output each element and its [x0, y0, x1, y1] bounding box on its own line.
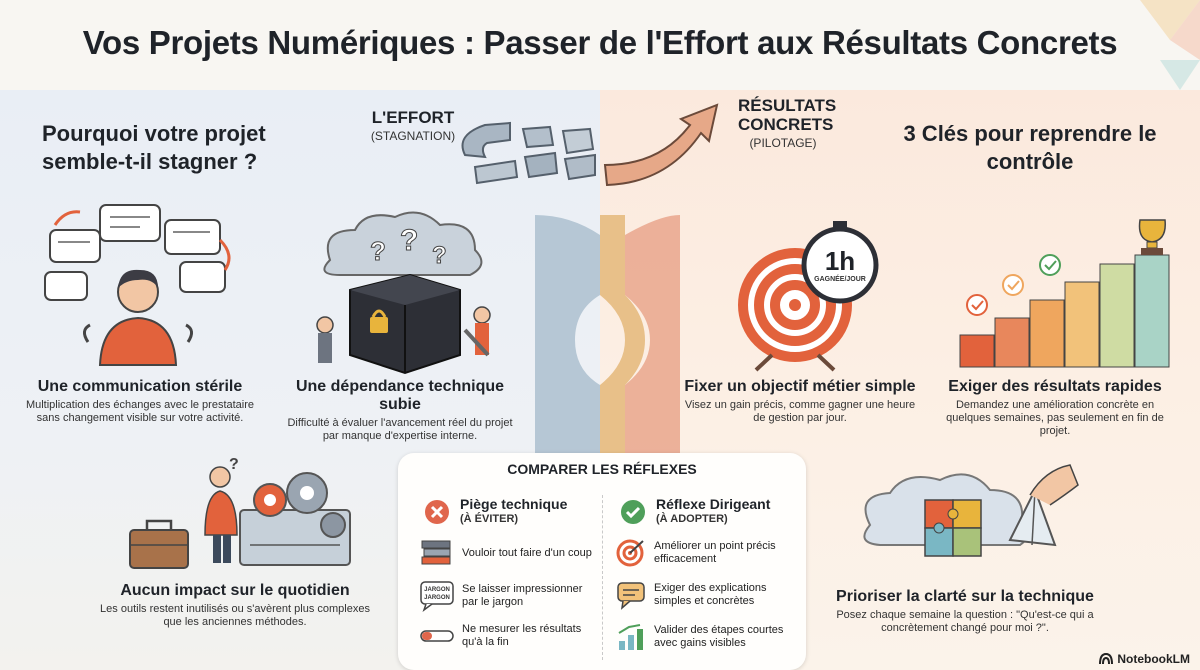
- card-text: Demandez une amélioration concrète en qu…: [946, 399, 1164, 437]
- adopt-item: Valider des étapes courtes avec gains vi…: [616, 623, 796, 651]
- avoid-column-head: Piège technique (À ÉVITER): [460, 497, 600, 527]
- person-speech-bubbles-icon: [44, 204, 231, 366]
- compare-panel: COMPARER LES RÉFLEXES Piège technique (À…: [398, 453, 806, 670]
- avoid-head-sub: (À ÉVITER): [460, 513, 519, 525]
- avoid-item: JARGON JARGON Se laisser impressionner p…: [420, 581, 598, 613]
- growth-bars-icon: [618, 624, 643, 650]
- card-text: Visez un gain précis, comme gagner une h…: [684, 399, 916, 424]
- jargon-bubble-icon: JARGON JARGON: [420, 581, 454, 613]
- svg-text:?: ?: [400, 224, 418, 257]
- central-transition-shapes: [535, 215, 680, 465]
- adopt-item-text: Exiger des explications simples et concr…: [654, 582, 767, 607]
- right-card-clarity: Prioriser la clarté sur la technique Pos…: [820, 588, 1110, 635]
- rising-steps-trophy-icon: [959, 219, 1170, 368]
- adopt-column-head: Réflexe Dirigeant (À ADOPTER): [656, 497, 796, 527]
- compare-divider: [602, 495, 603, 660]
- card-title: Fixer un objectif métier simple: [684, 378, 916, 395]
- card-title: Exiger des résultats rapides: [948, 378, 1162, 395]
- card-text: Difficulté à évaluer l'avancement réel d…: [287, 417, 513, 442]
- svg-text:?: ?: [432, 242, 447, 269]
- compare-title: COMPARER LES RÉFLEXES: [507, 461, 697, 477]
- avoid-item-text: Se laisser impressionner par le jargon: [462, 583, 583, 608]
- timer-value: 1h: [824, 246, 856, 276]
- card-title: Aucun impact sur le quotidien: [120, 582, 350, 599]
- notebooklm-logo-icon: [1099, 652, 1114, 665]
- brand-badge: NotebookLM: [1099, 652, 1190, 666]
- left-card-dependence: Une dépendance technique subie Difficult…: [280, 378, 520, 443]
- svg-text:?: ?: [229, 456, 239, 473]
- right-card-objective: Fixer un objectif métier simple Visez un…: [680, 378, 920, 425]
- left-card-communication: Une communication stérile Multiplication…: [20, 378, 260, 425]
- results-sublabel: (PILOTAGE): [749, 136, 817, 150]
- cross-circle-icon: [425, 500, 449, 524]
- check-circle-icon: [621, 500, 645, 524]
- adopt-head-text: Réflexe Dirigeant: [656, 496, 771, 512]
- results-label-text: RÉSULTATS CONCRETS: [738, 96, 837, 134]
- card-title: Une dépendance technique subie: [295, 378, 505, 413]
- effort-label-text: L'EFFORT: [371, 108, 455, 127]
- avoid-item: Ne mesurer les résultats qu'à la fin: [420, 623, 598, 649]
- adopt-head-sub: (À ADOPTER): [656, 513, 728, 525]
- left-card-no-impact: Aucun impact sur le quotidien Les outils…: [100, 582, 370, 629]
- cloud-puzzle-prism-icon: [863, 464, 1079, 557]
- card-text: Les outils restent inutilisés ou s'avère…: [100, 603, 370, 628]
- card-title: Prioriser la clarté sur la technique: [836, 588, 1094, 605]
- left-section-title: Pourquoi votre projet semble-t-il stagne…: [42, 121, 266, 174]
- adopt-item: Améliorer un point précis efficacement: [616, 539, 796, 567]
- broken-path-to-arrow-icon: [461, 103, 719, 187]
- adopt-item: Exiger des explications simples et concr…: [616, 581, 796, 610]
- stacked-books-icon: [421, 540, 451, 565]
- right-card-quick-results: Exiger des résultats rapides Demandez un…: [935, 378, 1175, 438]
- effort-sublabel: (STAGNATION): [370, 129, 456, 143]
- card-title: Une communication stérile: [37, 378, 243, 395]
- timer-sublabel: GAGNÉE/JOUR: [814, 276, 866, 283]
- jargon-word-2: JARGON: [424, 595, 450, 601]
- card-text: Posez chaque semaine la question : "Qu'e…: [836, 609, 1094, 634]
- adopt-item-text: Valider des étapes courtes avec gains vi…: [654, 624, 784, 649]
- target-timer-icon: [738, 221, 879, 372]
- progress-bar-icon: [420, 630, 454, 642]
- effort-label: L'EFFORT (STAGNATION): [358, 108, 468, 146]
- chat-bubble-icon: [617, 582, 645, 610]
- jargon-word-1: JARGON: [424, 587, 450, 593]
- black-box-question-cloud-icon: ? ? ?: [316, 211, 491, 375]
- avoid-item-text: Vouloir tout faire d'un coup: [462, 546, 592, 559]
- toolbox-machine-gears-icon: ?: [129, 456, 351, 569]
- adopt-item-text: Améliorer un point précis efficacement: [654, 540, 776, 565]
- right-section-title: 3 Clés pour reprendre le contrôle: [903, 121, 1157, 174]
- avoid-item: Vouloir tout faire d'un coup: [420, 539, 598, 567]
- card-text: Multiplication des échanges avec le pres…: [25, 399, 255, 424]
- decorative-triangles-icon: [1140, 0, 1200, 90]
- brand-name: NotebookLM: [1117, 652, 1190, 666]
- target-icon: [616, 539, 644, 567]
- results-label: RÉSULTATS CONCRETS (PILOTAGE): [738, 96, 836, 153]
- avoid-head-text: Piège technique: [460, 496, 568, 512]
- svg-text:?: ?: [370, 236, 386, 266]
- avoid-item-text: Ne mesurer les résultats qu'à la fin: [462, 623, 582, 648]
- page-title: Vos Projets Numériques : Passer de l'Eff…: [82, 24, 1118, 61]
